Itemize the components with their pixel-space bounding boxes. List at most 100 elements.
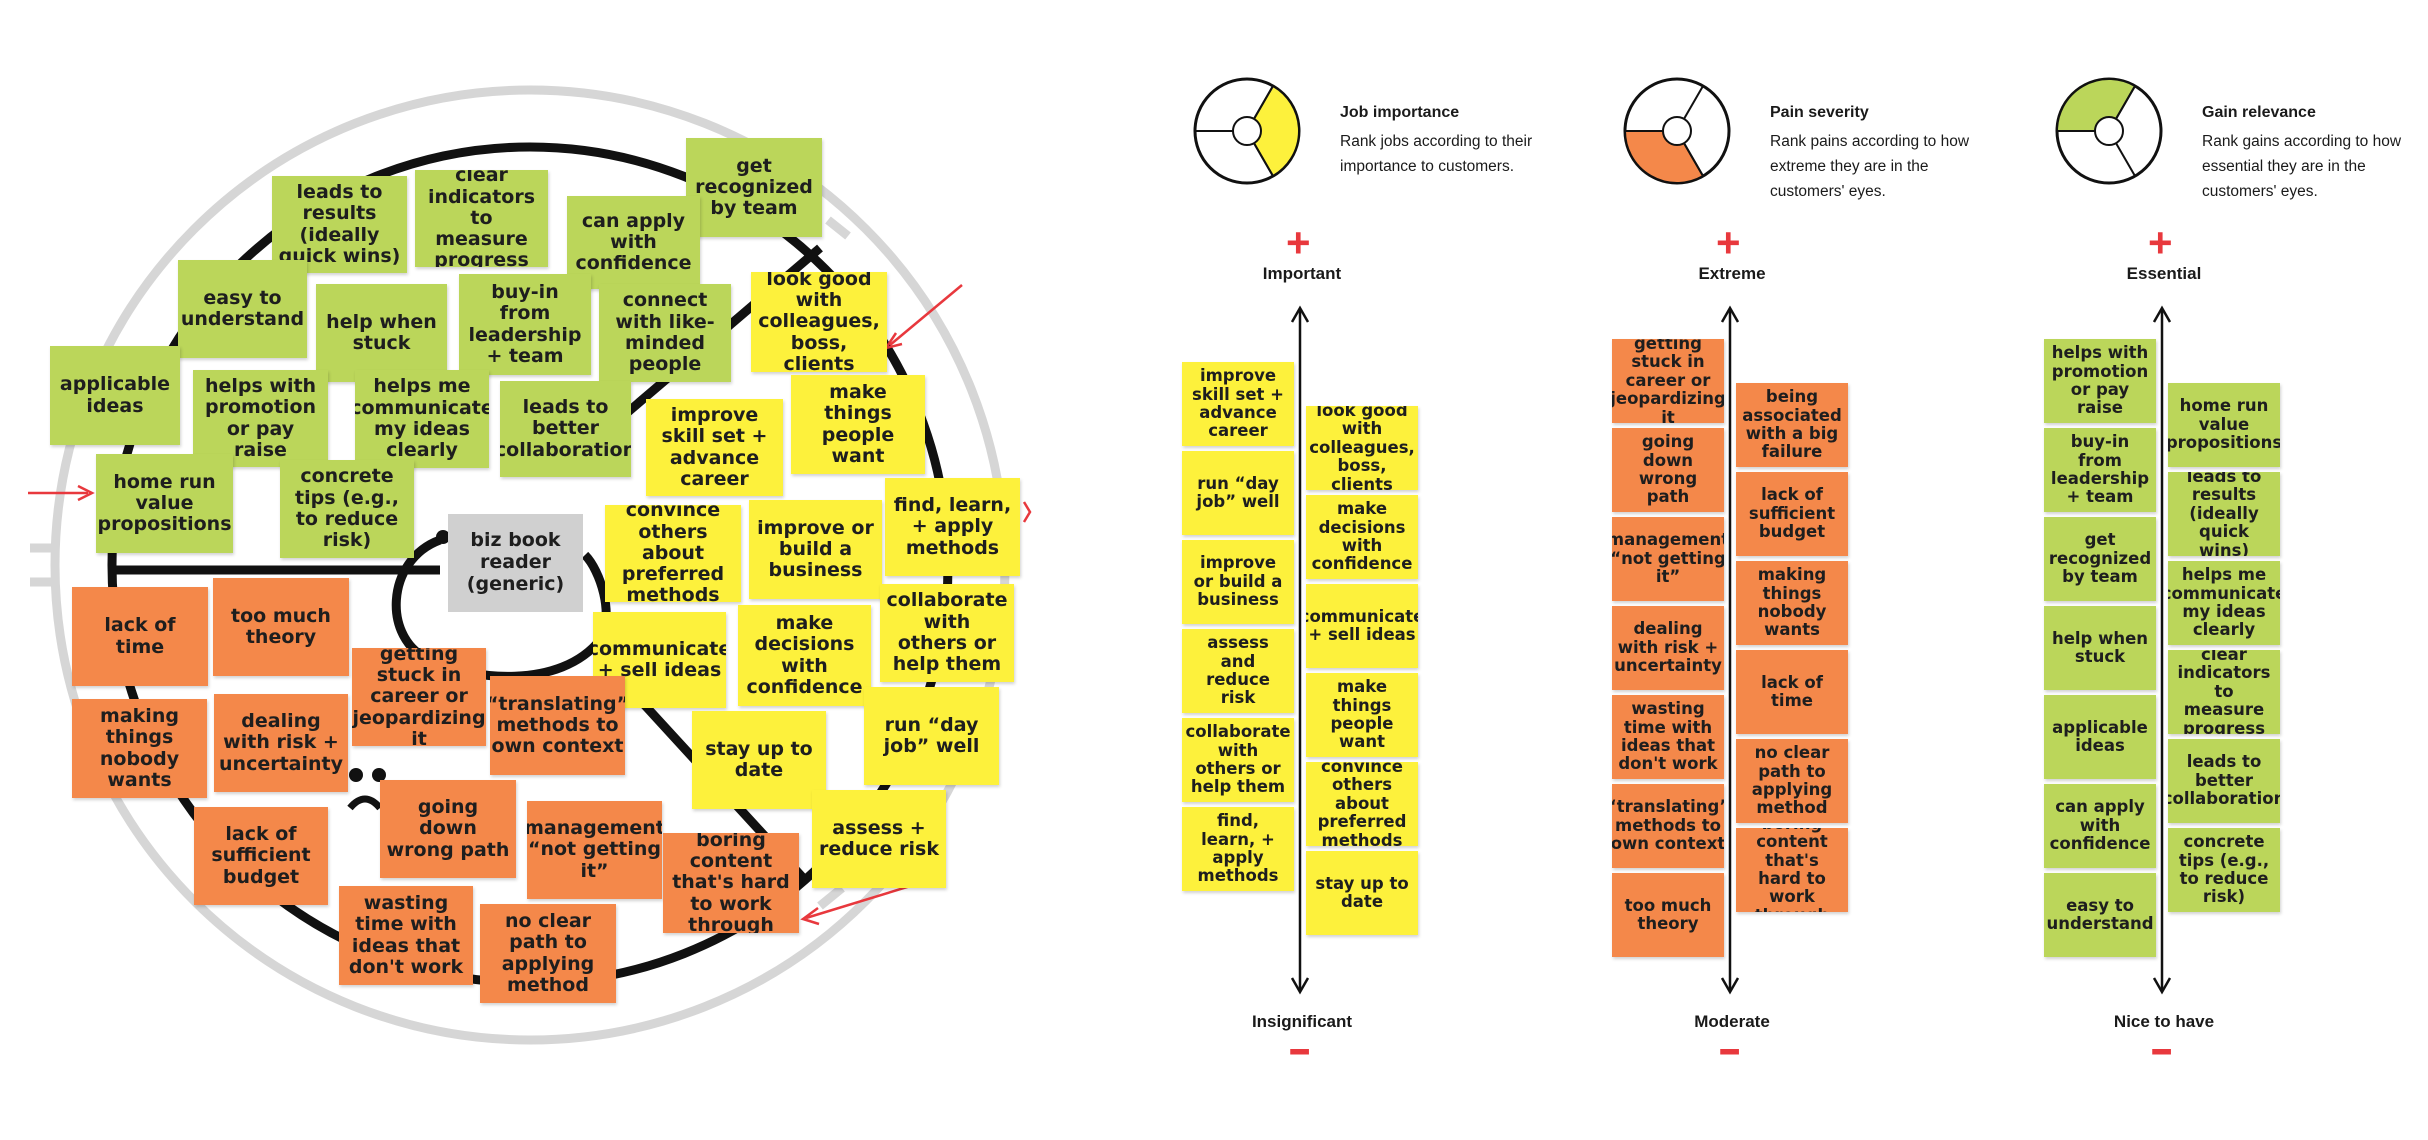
arrow-to-pains-head: [800, 906, 820, 926]
gain-sticky-note[interactable]: buy-in from leadership + team: [459, 274, 591, 375]
job-sticky-note[interactable]: run “day job” well: [864, 687, 999, 785]
arrow-edge-mark: [1022, 501, 1032, 523]
gain-sticky-note[interactable]: clear indicators to measure progress: [415, 170, 548, 267]
pain-sticky-note[interactable]: lack of sufficient budget: [194, 807, 328, 905]
pain-ranked-note[interactable]: lack of sufficient budget: [1736, 472, 1848, 556]
job-ranked-note[interactable]: communicate + sell ideas: [1306, 584, 1418, 668]
gain-sticky-note[interactable]: helps me communicate my ideas clearly: [355, 370, 489, 468]
gain-sticky-note[interactable]: leads to results (ideally quick wins): [272, 176, 407, 273]
job-ranking-axis-arrow-up: [1290, 305, 1310, 323]
gain-sticky-note[interactable]: help when stuck: [316, 284, 447, 382]
gain-sticky-note[interactable]: applicable ideas: [50, 346, 180, 445]
gain-ranked-note[interactable]: helps me communicate my ideas clearly: [2168, 561, 2280, 645]
pain-sticky-note[interactable]: wasting time with ideas that don't work: [339, 886, 473, 985]
job-rank-icon-sector: [1245, 84, 1300, 178]
gain-ranking-description: Rank gains according to how essential th…: [2202, 133, 2402, 200]
gain-sticky-note[interactable]: connect with like-minded people: [599, 284, 731, 382]
gain-ranked-note[interactable]: buy-in from leadership + team: [2044, 428, 2156, 512]
pain-plus-icon: +: [1716, 219, 1741, 266]
job-ranked-note[interactable]: run “day job” well: [1182, 451, 1294, 535]
gain-ranked-note[interactable]: get recognized by team: [2044, 517, 2156, 601]
job-ranked-note[interactable]: make decisions with confidence: [1306, 495, 1418, 579]
pain-sticky-note[interactable]: lack of time: [72, 587, 208, 686]
pain-minus-icon: -: [1717, 1022, 1742, 1074]
gain-ranked-note[interactable]: concrete tips (e.g., to reduce risk): [2168, 828, 2280, 912]
job-ranked-note[interactable]: collaborate with others or help them: [1182, 718, 1294, 802]
job-ranked-note[interactable]: improve skill set + advance career: [1182, 362, 1294, 446]
gain-sticky-note[interactable]: helps with promotion or pay raise: [193, 370, 328, 467]
gain-minus-icon: -: [2149, 1022, 2174, 1074]
job-sticky-note[interactable]: find, learn, + apply methods: [885, 478, 1020, 576]
pain-ranked-note[interactable]: dealing with risk + uncertainty: [1612, 606, 1724, 690]
gain-sticky-note[interactable]: easy to understand: [178, 260, 307, 358]
gain-ranked-note[interactable]: applicable ideas: [2044, 695, 2156, 779]
job-ranked-note[interactable]: assess and reduce risk: [1182, 629, 1294, 713]
gain-sticky-note[interactable]: home run value propositions: [96, 454, 233, 553]
pain-ranked-note[interactable]: getting stuck in career or jeopardizing …: [1612, 339, 1724, 423]
pain-dot-1: [349, 768, 363, 782]
job-ranked-note[interactable]: find, learn, + apply methods: [1182, 807, 1294, 891]
pain-sticky-note[interactable]: dealing with risk + uncertainty: [214, 694, 348, 792]
pain-ranked-note[interactable]: no clear path to applying method: [1736, 739, 1848, 823]
job-ranked-note[interactable]: improve or build a business: [1182, 540, 1294, 624]
pain-ranking-axis-arrow-down: [1720, 977, 1740, 995]
pain-ranked-note[interactable]: management “not getting it”: [1612, 517, 1724, 601]
job-sticky-note[interactable]: collaborate with others or help them: [880, 584, 1014, 682]
job-ranking-axis-arrow-down: [1290, 977, 1310, 995]
job-ranked-note[interactable]: make things people want: [1306, 673, 1418, 757]
job-sticky-note[interactable]: improve skill set + advance career: [646, 399, 783, 496]
gain-sticky-note[interactable]: concrete tips (e.g., to reduce risk): [280, 460, 414, 558]
pain-ranked-note[interactable]: wasting time with ideas that don't work: [1612, 695, 1724, 779]
pain-ranked-note[interactable]: making things nobody wants: [1736, 561, 1848, 645]
job-ranked-note[interactable]: look good with colleagues, boss, clients: [1306, 406, 1418, 490]
gain-ranked-note[interactable]: leads to better collaboration: [2168, 739, 2280, 823]
gain-sticky-note[interactable]: get recognized by team: [686, 138, 822, 237]
pain-sticky-note[interactable]: going down wrong path: [380, 780, 516, 878]
job-sticky-note[interactable]: improve or build a business: [749, 500, 882, 599]
pain-sticky-note[interactable]: no clear path to applying method: [480, 904, 616, 1003]
job-ranking-title: Job importance: [1340, 104, 1460, 121]
ranking-icons: [1193, 77, 2163, 185]
gain-sticky-note[interactable]: can apply with confidence: [567, 196, 700, 289]
gain-axis-top-label: Essential: [2126, 264, 2202, 283]
job-ranked-note[interactable]: convince others about preferred methods: [1306, 762, 1418, 846]
job-axis-top-label: Important: [1262, 264, 1342, 283]
pain-ranked-note[interactable]: being associated with a big failure: [1736, 383, 1848, 467]
job-sticky-note[interactable]: make decisions with confidence: [738, 605, 871, 706]
pain-ranked-note[interactable]: “translating” methods to own context: [1612, 784, 1724, 868]
pain-axis-bottom-label: Moderate: [1694, 1012, 1770, 1031]
pain-sticky-note[interactable]: management “not getting it”: [527, 801, 662, 899]
gain-sticky-note[interactable]: leads to better collaboration: [500, 381, 631, 477]
gain-ranked-note[interactable]: home run value propositions: [2168, 383, 2280, 467]
pain-ranked-note[interactable]: going down wrong path: [1612, 428, 1724, 512]
pain-sticky-note[interactable]: getting stuck in career or jeopardizing …: [352, 648, 486, 746]
pain-ranking-description: Rank pains according to how extreme they…: [1770, 133, 1970, 200]
pain-dot-2: [372, 768, 386, 782]
gain-ranked-note[interactable]: helps with promotion or pay raise: [2044, 339, 2156, 423]
pain-ranked-note[interactable]: boring content that's hard to work throu…: [1736, 828, 1848, 912]
gain-ranked-note[interactable]: easy to understand: [2044, 873, 2156, 957]
pain-ranked-note[interactable]: lack of time: [1736, 650, 1848, 734]
pain-sticky-note[interactable]: “translating” methods to own context: [490, 676, 625, 775]
gain-ranking-axis-arrow-up: [2152, 305, 2172, 323]
gain-plus-icon: +: [2148, 219, 2173, 266]
job-ranking-description: Rank jobs according to their importance …: [1340, 133, 1533, 175]
job-axis-bottom-label: Insignificant: [1251, 1012, 1353, 1031]
job-sticky-note[interactable]: stay up to date: [692, 711, 826, 809]
pain-ranked-note[interactable]: too much theory: [1612, 873, 1724, 957]
gain-ranked-note[interactable]: clear indicators to measure progress: [2168, 650, 2280, 734]
job-sticky-note[interactable]: look good with colleagues, boss, clients: [751, 272, 887, 372]
pain-sticky-note[interactable]: making things nobody wants: [72, 699, 207, 798]
gain-ranked-note[interactable]: leads to results (ideally quick wins): [2168, 472, 2280, 556]
gain-ranked-note[interactable]: help when stuck: [2044, 606, 2156, 690]
gain-ranked-note[interactable]: can apply with confidence: [2044, 784, 2156, 868]
gain-axis-bottom-label: Nice to have: [2113, 1012, 2215, 1031]
job-sticky-note[interactable]: make things people want: [791, 375, 925, 474]
job-ranked-note[interactable]: stay up to date: [1306, 851, 1418, 935]
job-sticky-note[interactable]: assess + reduce risk: [812, 790, 946, 888]
job-sticky-note[interactable]: convince others about preferred methods: [605, 505, 741, 602]
pain-sticky-note[interactable]: boring content that's hard to work throu…: [663, 833, 799, 933]
pain-sticky-note[interactable]: too much theory: [213, 578, 349, 676]
